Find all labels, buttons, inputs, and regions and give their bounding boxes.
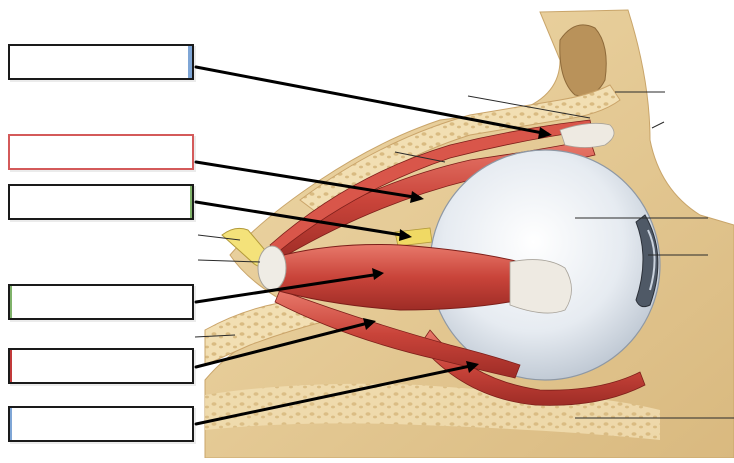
leader-lines bbox=[194, 65, 550, 426]
label-box-3[interactable] bbox=[8, 184, 194, 220]
leader-arrowheads bbox=[363, 127, 552, 373]
label-box-4[interactable] bbox=[8, 284, 194, 320]
label-box-4-accent bbox=[10, 286, 12, 318]
arrowhead-6 bbox=[466, 361, 479, 373]
label-box-6[interactable] bbox=[8, 406, 194, 442]
arrowhead-5 bbox=[363, 318, 376, 330]
cornea-highlight bbox=[647, 229, 656, 291]
label-box-1-accent bbox=[188, 46, 192, 78]
leader-line-3 bbox=[194, 200, 410, 238]
trochlea-tendon bbox=[559, 122, 615, 148]
leader-line-2 bbox=[194, 160, 422, 200]
label-box-2[interactable] bbox=[8, 134, 194, 170]
lateral-rectus-tendon bbox=[509, 259, 572, 314]
label-box-5-accent bbox=[10, 350, 12, 382]
reference-lines bbox=[194, 91, 734, 419]
label-box-5[interactable] bbox=[8, 348, 194, 384]
arrowhead-2 bbox=[410, 191, 424, 203]
leader-line-6 bbox=[194, 363, 477, 426]
leader-line-4 bbox=[194, 272, 382, 304]
label-box-3-accent bbox=[190, 186, 192, 218]
label-box-1[interactable] bbox=[8, 44, 194, 80]
arrowhead-1 bbox=[538, 127, 552, 139]
common-tendinous-ring bbox=[257, 245, 287, 291]
leader-line-5 bbox=[194, 320, 374, 369]
arrowhead-4 bbox=[372, 268, 384, 280]
arrowhead-3 bbox=[399, 229, 412, 241]
inferior-rectus-muscle bbox=[274, 289, 521, 379]
leader-line-1 bbox=[194, 65, 550, 136]
label-box-6-accent bbox=[10, 408, 12, 440]
inferior-oblique-muscle bbox=[419, 329, 646, 406]
frontal-sinus bbox=[559, 24, 607, 97]
